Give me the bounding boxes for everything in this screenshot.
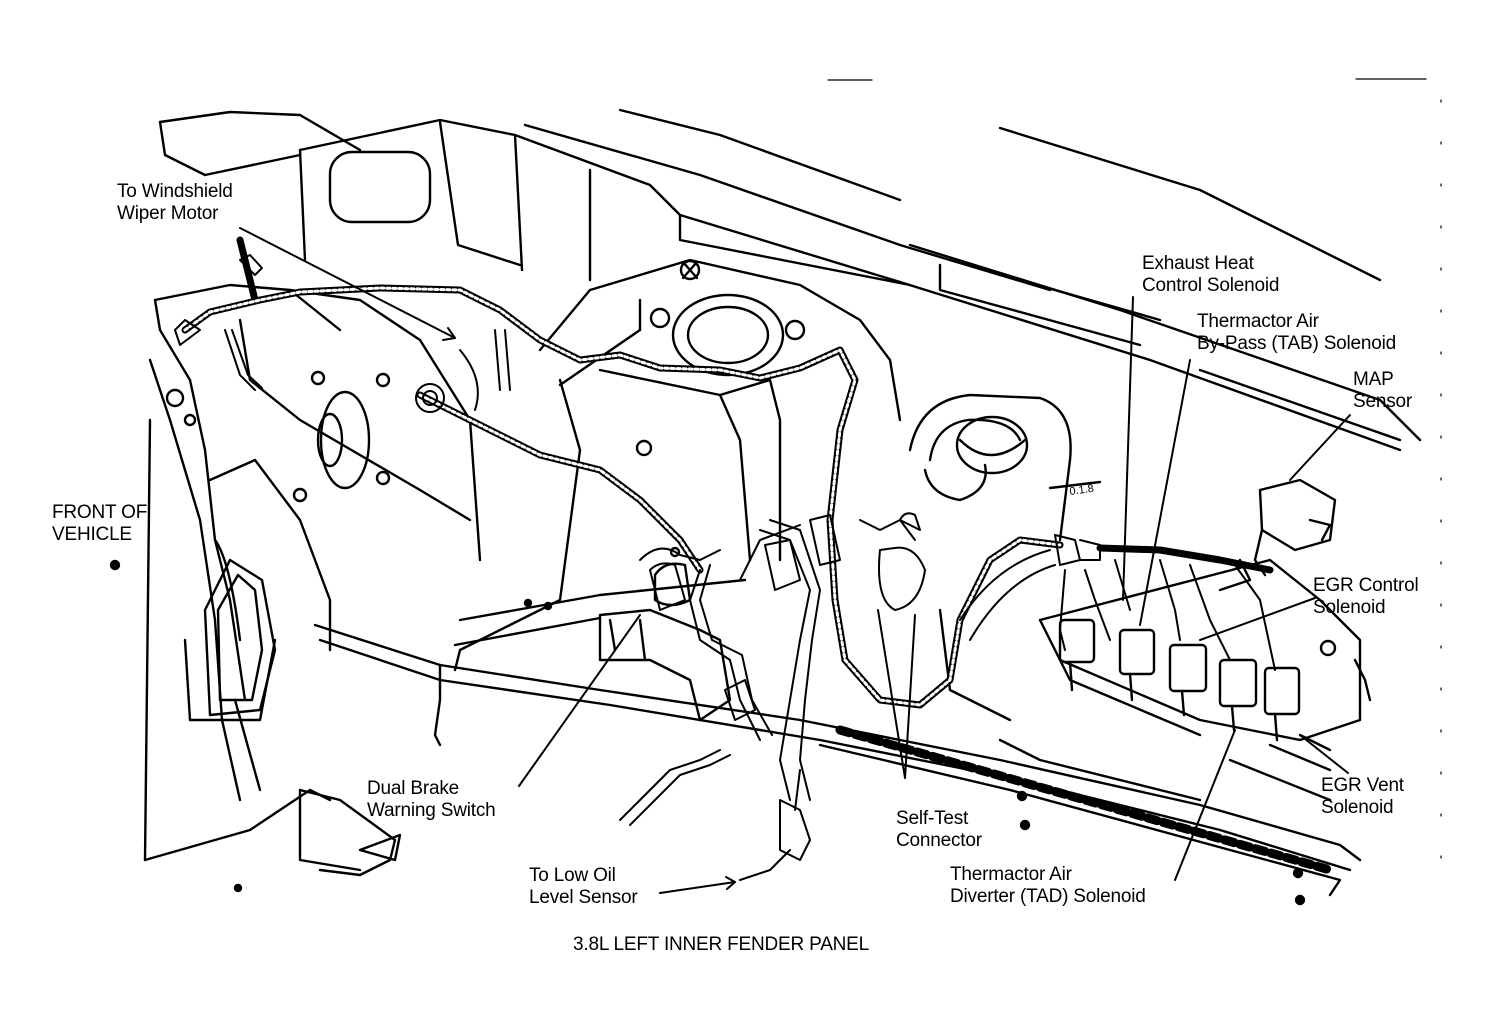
fender-rail: [109, 559, 1362, 906]
leader-lines: [239, 227, 1351, 894]
label-line: Diverter (TAD) Solenoid: [950, 886, 1146, 907]
label-line: Connector: [896, 830, 982, 851]
label-line: EGR Vent: [1321, 775, 1404, 796]
wiring-details: [174, 254, 1276, 881]
label-egr-control: EGR Control Solenoid: [1313, 575, 1419, 619]
label-line: MAP: [1353, 369, 1394, 390]
label-windshield-wiper: To Windshield Wiper Motor: [117, 181, 233, 225]
svg-text:0.1.8: 0.1.8: [1069, 483, 1095, 498]
diagram-caption: 3.8L LEFT INNER FENDER PANEL: [573, 934, 870, 955]
wiring-harness-inner: [183, 286, 1062, 707]
label-front-of-vehicle: FRONT OF VEHICLE: [52, 502, 147, 546]
label-line: FRONT OF: [52, 502, 148, 523]
label-line: Control Solenoid: [1142, 275, 1280, 296]
label-line: Solenoid: [1321, 797, 1394, 818]
label-exhaust-heat: Exhaust Heat Control Solenoid: [1142, 253, 1279, 297]
label-line: To Windshield: [117, 181, 233, 202]
label-dual-brake: Dual Brake Warning Switch: [367, 778, 496, 822]
firewall: [143, 283, 482, 893]
label-line: Dual Brake: [367, 778, 459, 799]
label-line: To Low Oil: [529, 865, 616, 886]
label-line: Sensor: [1353, 391, 1413, 412]
label-line: Solenoid: [1313, 597, 1386, 618]
label-map-sensor: MAP Sensor: [1353, 369, 1412, 413]
label-thermactor-tab: Thermactor Air By-Pass (TAB) Solenoid: [1197, 311, 1396, 355]
label-line: Thermactor Air: [950, 864, 1072, 885]
reservoir: 0.1.8: [908, 393, 1102, 722]
label-line: EGR Control: [1313, 575, 1419, 596]
label-line: Self-Test: [896, 808, 969, 829]
label-line: Warning Switch: [367, 800, 496, 821]
master-cylinder: [598, 546, 732, 722]
scan-marks: [827, 78, 1442, 871]
cowl-panel: [158, 108, 1422, 452]
label-egr-vent: EGR Vent Solenoid: [1321, 775, 1404, 819]
label-line: Exhaust Heat: [1142, 253, 1254, 274]
solenoid-bank: [1038, 478, 1372, 742]
label-thermactor-tad: Thermactor Air Diverter (TAD) Solenoid: [950, 864, 1146, 908]
label-line: Wiper Motor: [117, 203, 219, 224]
label-line: Thermactor Air: [1197, 311, 1319, 332]
label-line: By-Pass (TAB) Solenoid: [1197, 333, 1397, 354]
label-line: Level Sensor: [529, 887, 638, 908]
strut-tower: [453, 258, 902, 672]
label-line: VEHICLE: [52, 524, 132, 545]
label-low-oil: To Low Oil Level Sensor: [529, 865, 638, 909]
label-self-test: Self-Test Connector: [896, 808, 982, 852]
